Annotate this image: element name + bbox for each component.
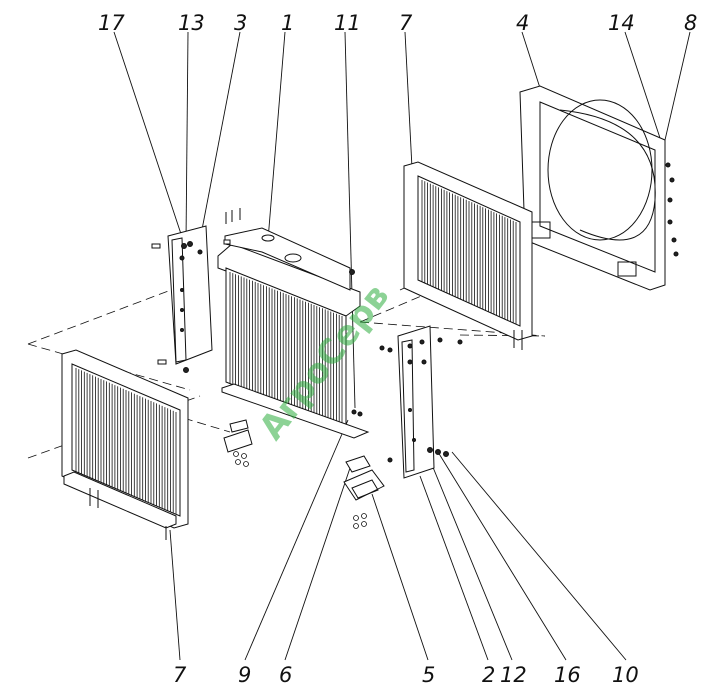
callout-labels-bottom: 7 9 6 5 2 12 16 10 (173, 663, 639, 687)
callout-label-7-top: 7 (399, 11, 413, 35)
left-side-bracket (151, 208, 241, 373)
right-core-fins (421, 180, 517, 324)
left-core-fins (75, 368, 177, 514)
callout-label-17: 17 (98, 11, 125, 35)
right-bracket-bolts (379, 337, 463, 463)
callout-label-4: 4 (516, 11, 529, 35)
callout-label-1: 1 (281, 11, 294, 35)
mounting-plates (223, 419, 385, 501)
callout-label-13: 13 (178, 11, 205, 35)
leader-lines (113, 31, 691, 661)
callout-label-7-bottom: 7 (173, 663, 187, 687)
right-side-bracket (379, 325, 463, 479)
left-bracket-holes (179, 241, 203, 373)
left-radiator-core (61, 349, 189, 540)
callout-label-5: 5 (422, 663, 435, 687)
callout-label-9: 9 (238, 663, 251, 687)
callout-label-6: 6 (279, 663, 292, 687)
left-bracket-bolts (151, 208, 241, 365)
loose-nuts (233, 451, 367, 529)
main-radiator-bolts (349, 269, 363, 417)
callout-label-12: 12 (500, 663, 527, 687)
main-radiator (217, 227, 370, 439)
shroud-bolts (665, 162, 679, 257)
callout-label-11: 11 (334, 11, 361, 35)
main-core-fins (229, 272, 343, 428)
callout-labels-top: 17 13 3 1 11 7 4 14 8 (98, 11, 697, 35)
callout-label-3: 3 (234, 11, 247, 35)
callout-label-16: 16 (554, 663, 581, 687)
right-bracket-holes (407, 339, 449, 457)
callout-label-14: 14 (608, 11, 635, 35)
callout-label-2: 2 (482, 663, 495, 687)
right-radiator-core (403, 161, 533, 350)
callout-label-8: 8 (684, 11, 697, 35)
fan-shroud (519, 85, 679, 291)
callout-label-10: 10 (612, 663, 639, 687)
